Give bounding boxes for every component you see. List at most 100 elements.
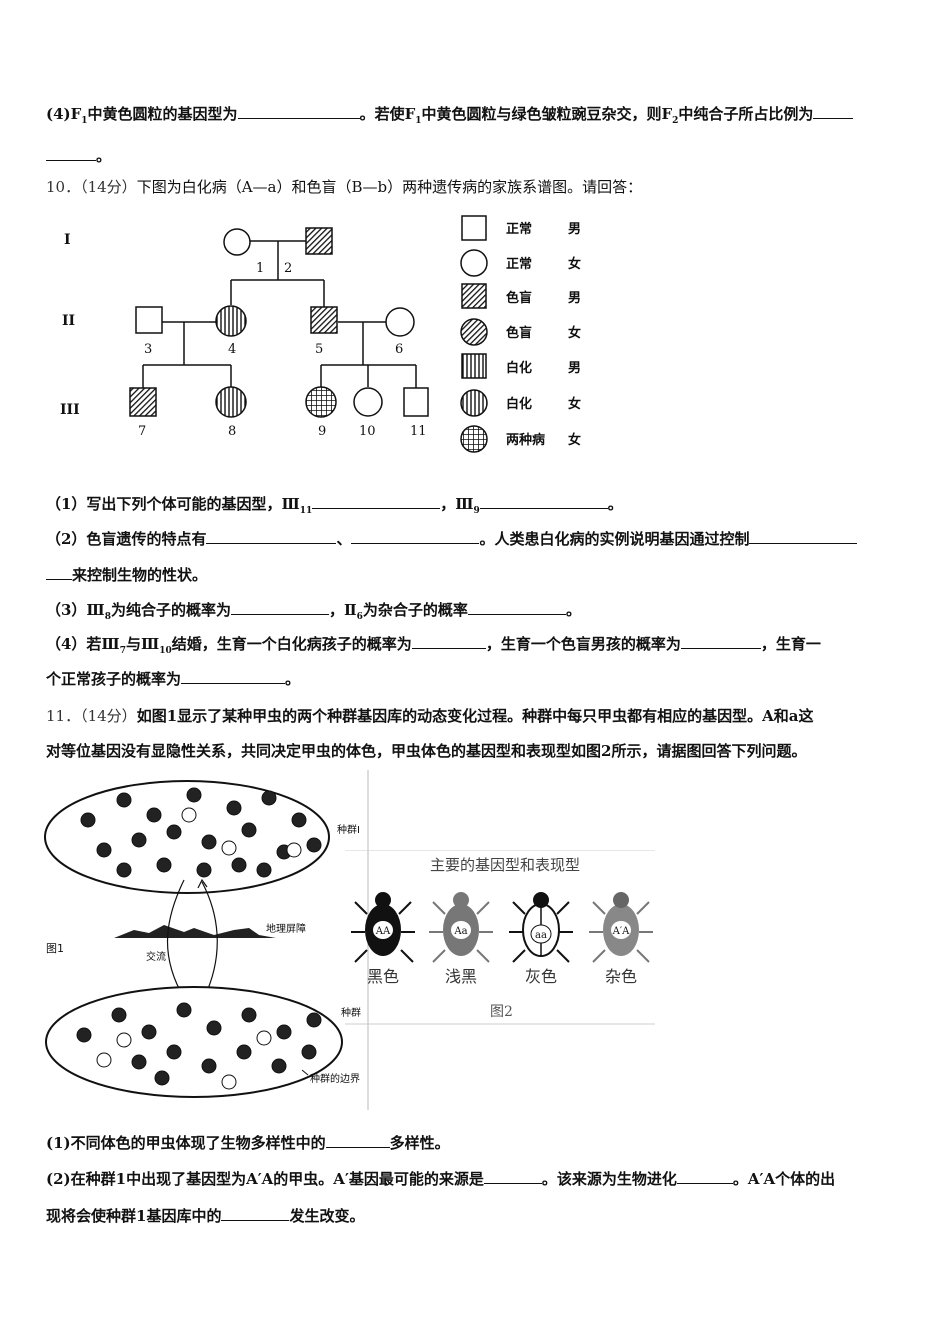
svg-text:aa: aa	[535, 930, 547, 941]
legend-sex: 女	[568, 432, 581, 448]
legend-label: 正常	[506, 256, 532, 272]
legend-sex: 男	[568, 291, 581, 306]
pedigree-legend: 正常 男 正常 女 色盲 男 色盲 女 白化 男 白化 女 两种病 女	[460, 215, 581, 453]
num-1: 1	[256, 261, 264, 276]
q10-part1: （1）写出下列个体可能的基因型，Ⅲ11，Ⅲ9。	[46, 494, 623, 516]
gene-flow-label: 交流	[146, 950, 166, 963]
q11-stem-line1: 11．（14分）如图1显示了某种甲虫的两个种群基因库的动态变化过程。种群中每只甲…	[46, 707, 814, 725]
figure-2-title: 主要的基因型和表现型	[430, 856, 580, 874]
answer-blank[interactable]	[479, 494, 608, 509]
q10-part4-line1: （4）若Ⅲ7与Ⅲ10结婚，生育一个白化病孩子的概率为，生育一个色盲男孩的概率为，…	[46, 634, 821, 656]
legend-label: 两种病	[506, 432, 545, 448]
q10-part4-line2: 个正常孩子的概率为。	[46, 669, 301, 688]
answer-blank[interactable]	[181, 669, 286, 684]
pedigree-chart: I II III 1 2 3 4 5 6 7 8 9 10 11	[60, 227, 429, 439]
q11-stem-line2: 对等位基因没有显隐性关系，共同决定甲虫的体色，甲虫体色的基因型和表现型如图2所示…	[46, 742, 807, 760]
q10-stem: 10．（14分）下图为白化病（A—a）和色盲（B—b）两种遗传病的家族系谱图。请…	[46, 178, 643, 196]
boundary-label: 种群的边界	[310, 1072, 360, 1085]
population-1-label: 种群Ⅰ	[337, 823, 360, 836]
legend-symbol-normal-female	[460, 249, 488, 277]
answer-blank[interactable]	[813, 104, 854, 119]
q9-part4-line2: 。	[46, 145, 111, 166]
svg-text:Aa: Aa	[453, 926, 467, 937]
num-5: 5	[315, 342, 323, 357]
answer-blank[interactable]	[680, 634, 761, 649]
beetle-Aa: Aa	[429, 892, 493, 963]
individual-III-10	[353, 387, 383, 417]
individual-I-1	[223, 228, 251, 256]
individual-II-4	[215, 305, 247, 337]
answer-blank[interactable]	[411, 634, 486, 649]
num-9: 9	[318, 424, 326, 439]
legend-sex: 男	[568, 361, 581, 376]
geographic-barrier	[114, 925, 276, 938]
legend-sex: 女	[568, 256, 581, 272]
individual-I-2	[305, 227, 333, 255]
legend-symbol-colorblind-male	[461, 283, 487, 309]
individual-III-8	[215, 386, 247, 418]
answer-blank[interactable]	[749, 529, 858, 544]
num-10: 10	[359, 424, 376, 439]
gene-flow-arrow-up	[201, 881, 218, 999]
legend-symbol-albino-female	[460, 389, 488, 417]
svg-text:A′A: A′A	[612, 926, 630, 937]
population-2-ellipse	[45, 986, 343, 1098]
answer-blank[interactable]	[312, 494, 441, 509]
gen-label-II: II	[62, 313, 75, 329]
q10-part2-line2: 来控制生物的性状。	[46, 564, 207, 585]
answer-blank[interactable]	[46, 565, 72, 580]
figure-1-gene-pool: 种群Ⅰ 地理屏障 图1 交流 种群 种群的边界	[44, 770, 369, 1110]
num-3: 3	[144, 342, 152, 357]
legend-label: 色盲	[506, 290, 532, 306]
beetle-group-2	[76, 1002, 322, 1090]
answer-blank[interactable]	[467, 600, 566, 615]
answer-blank[interactable]	[325, 1133, 390, 1148]
legend-sex: 女	[568, 396, 581, 412]
individual-II-3	[135, 306, 163, 334]
population-2-label: 种群	[341, 1006, 361, 1019]
beetle-group-1	[80, 787, 322, 878]
answer-blank[interactable]	[351, 529, 480, 544]
individual-II-6	[385, 307, 415, 337]
gen-label-I: I	[64, 232, 71, 248]
q11-part2-line1: (2)在种群1中出现了基因型为A′A的甲虫。A′基因最可能的来源是。该来源为生物…	[46, 1169, 836, 1188]
num-4: 4	[228, 342, 236, 357]
individual-III-11	[403, 387, 429, 417]
phenotype-label: 杂色	[605, 967, 637, 986]
answer-blank[interactable]	[46, 146, 96, 161]
figure-2-genotype-phenotype: 主要的基因型和表现型 AA Aa aa A′A 黑色 浅黑 灰色 杂色 图2	[345, 850, 655, 1025]
svg-text:AA: AA	[375, 926, 391, 937]
legend-label: 白化	[506, 360, 532, 376]
legend-symbol-both-female	[460, 425, 488, 453]
answer-blank[interactable]	[231, 600, 329, 615]
q10-part3: （3）Ⅲ8为纯合子的概率为，Ⅱ6为杂合子的概率。	[46, 600, 581, 622]
q10-part2-line1: （2）色盲遗传的特点有、。人类患白化病的实例说明基因通过控制	[46, 528, 858, 549]
q11-part1: (1)不同体色的甲虫体现了生物多样性中的多样性。	[46, 1133, 450, 1152]
individual-III-7	[129, 387, 157, 417]
beetle-AA: AA	[351, 892, 415, 963]
num-6: 6	[395, 342, 403, 357]
answer-blank[interactable]	[221, 1206, 290, 1221]
answer-blank[interactable]	[237, 104, 360, 119]
figure-1-label: 图1	[46, 942, 64, 955]
num-2: 2	[284, 261, 292, 276]
q9-part4-line1: (4)F1中黄色圆粒的基因型为。若使F1中黄色圆粒与绿色皱粒豌豆杂交，则F2中纯…	[46, 103, 854, 126]
answer-blank[interactable]	[206, 529, 337, 544]
phenotype-label: 浅黑	[445, 967, 477, 986]
individual-II-5	[310, 306, 338, 334]
beetle-aa: aa	[509, 892, 573, 963]
legend-sex: 女	[568, 325, 581, 341]
legend-sex: 男	[568, 222, 581, 237]
legend-label: 色盲	[506, 325, 532, 341]
answer-blank[interactable]	[676, 1169, 733, 1184]
legend-symbol-colorblind-female	[460, 318, 488, 346]
q11-part2-line2: 现将会使种群1基因库中的发生改变。	[46, 1206, 365, 1225]
answer-blank[interactable]	[483, 1169, 542, 1184]
legend-label: 白化	[506, 396, 532, 412]
barrier-label: 地理屏障	[266, 922, 306, 935]
gene-flow-arrow-down	[166, 879, 185, 999]
num-11: 11	[410, 424, 427, 439]
phenotype-label: 黑色	[367, 967, 399, 986]
population-1-ellipse	[44, 780, 330, 894]
num-8: 8	[228, 424, 236, 439]
